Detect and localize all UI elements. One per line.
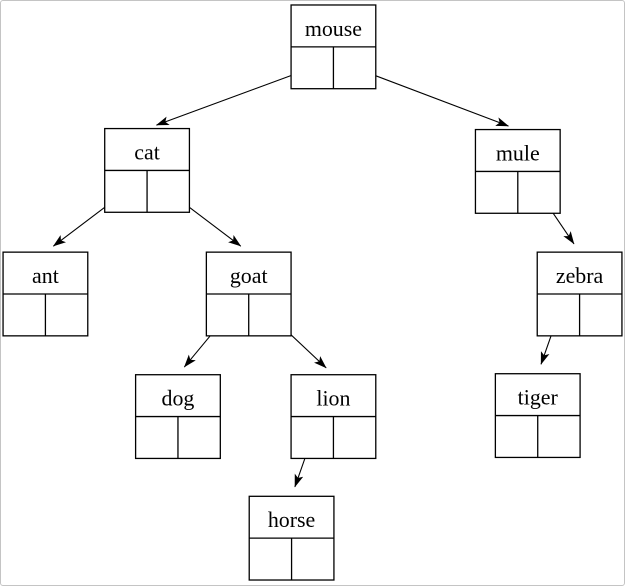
node-label-ant: ant [32, 263, 59, 288]
tree-node-zebra: zebra [536, 251, 623, 337]
node-label-mouse: mouse [305, 16, 362, 41]
tree-node-mouse: mouse [290, 4, 377, 90]
edge-mouse-right-mule [354, 67, 509, 127]
tree-node-lion: lion [290, 374, 377, 460]
node-label-mule: mule [496, 140, 540, 165]
node-label-dog: dog [162, 386, 195, 411]
edge-mouse-left-cat [155, 67, 313, 126]
tree-node-ant: ant [2, 251, 89, 337]
tree-node-mule: mule [474, 128, 561, 214]
node-label-cat: cat [134, 139, 160, 164]
tree-node-dog: dog [134, 374, 221, 460]
tree-node-horse: horse [248, 495, 335, 581]
node-label-goat: goat [230, 263, 268, 288]
node-label-tiger: tiger [518, 385, 559, 410]
tree-node-goat: goat [205, 251, 292, 337]
node-label-horse: horse [268, 507, 315, 532]
node-label-zebra: zebra [556, 263, 604, 288]
tree-node-tiger: tiger [494, 373, 581, 459]
node-label-lion: lion [316, 386, 350, 411]
tree-node-cat: cat [104, 127, 191, 213]
